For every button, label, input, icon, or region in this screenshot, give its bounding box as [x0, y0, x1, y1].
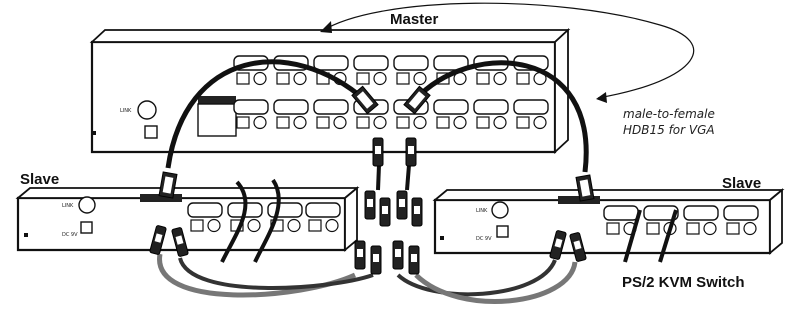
master-link-button: [137, 100, 157, 120]
right-link-text: LINK: [476, 208, 488, 214]
master-label: Master: [390, 11, 439, 28]
slave-right-label: Slave: [722, 175, 761, 192]
cables: [157, 59, 678, 304]
right-slave-kvm-switch: [432, 188, 785, 255]
left-dc-text: DC 9V: [62, 232, 78, 238]
master-link-text: LINK: [120, 108, 132, 114]
slave-left-label: Slave: [20, 171, 59, 188]
master-kvm-switch: [89, 27, 571, 155]
left-slave-kvm-switch: [15, 186, 360, 252]
master-power-jack: [144, 125, 158, 139]
switch-type-label: PS/2 KVM Switch: [622, 274, 745, 291]
right-dc-text: DC 9V: [476, 236, 492, 242]
vga-note-line2: HDB15 for VGA: [623, 123, 715, 137]
left-link-text: LINK: [62, 203, 74, 209]
annotation-arrow: [320, 2, 695, 103]
vga-note-line1: male-to-female: [623, 107, 715, 121]
